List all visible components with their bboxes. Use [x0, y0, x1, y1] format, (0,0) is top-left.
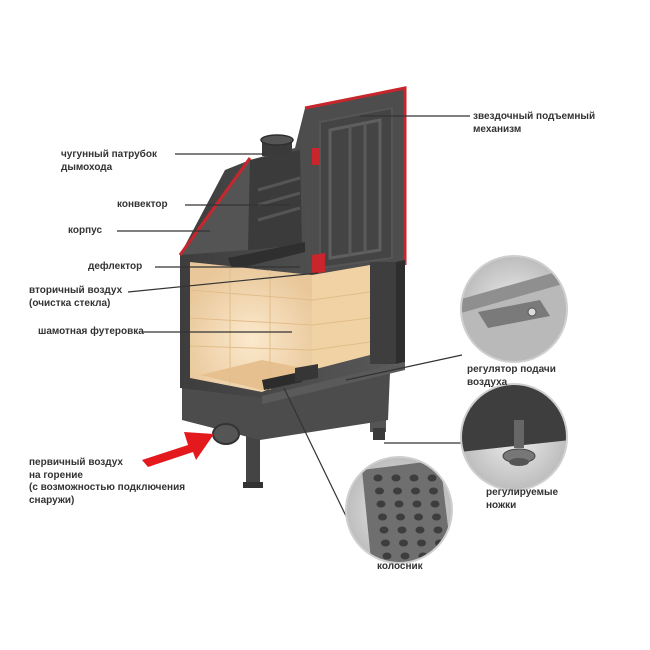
label-deflector: дефлектор: [88, 261, 143, 272]
grate-hole: [391, 474, 401, 482]
grate-hole: [379, 526, 389, 534]
grate-detail: [345, 456, 453, 564]
lining-floor: [200, 360, 312, 390]
grate-hole: [430, 500, 440, 508]
grate-hole: [382, 552, 392, 560]
fireclay-lining: [190, 262, 312, 392]
grate-hole: [427, 474, 437, 482]
grate-hole: [412, 500, 422, 508]
label-secondary-air: вторичный воздух (очистка стекла): [29, 285, 123, 309]
label-grate: колосник: [377, 561, 423, 572]
air-regulator-strip: [262, 362, 405, 404]
label-primary-air: первичный воздух на горение (с возможнос…: [29, 457, 186, 506]
grate-hole: [399, 539, 408, 547]
label-fireclay-lining: шамотная футеровка: [38, 326, 144, 337]
lift-seal: [304, 86, 407, 265]
grate-hole: [409, 474, 419, 482]
grate-hole: [376, 500, 386, 508]
label-star-lift: звездочный подъемный механизм: [473, 111, 596, 135]
adjustable-feet-detail: [460, 383, 568, 491]
label-convector: конвектор: [117, 199, 168, 210]
label-flue-spigot: чугунный патрубок дымохода: [61, 149, 157, 173]
left-foot: [243, 482, 263, 488]
grate-hole: [411, 487, 420, 495]
grate-hole: [394, 500, 404, 508]
grate-hole: [397, 526, 407, 534]
primary-air-arrow: [142, 432, 214, 467]
grate-hole: [373, 474, 383, 482]
grate-hole: [378, 513, 387, 521]
grate-hole: [400, 552, 410, 560]
air-regulator-detail: [460, 255, 568, 363]
grate-hole: [375, 487, 384, 495]
label-air-regulator: регулятор подачи воздуха: [467, 364, 556, 388]
grate-bar: [262, 372, 302, 390]
grate-hole: [436, 552, 446, 560]
glass-frame: [370, 262, 396, 364]
right-foot: [373, 428, 385, 440]
grate-hole: [381, 539, 390, 547]
grate-hole: [396, 513, 405, 521]
grate-hole: [414, 513, 423, 521]
grate-hole: [433, 526, 443, 534]
label-body: корпус: [68, 225, 103, 236]
grate-hole: [417, 539, 426, 547]
grate-hole: [432, 513, 441, 521]
grate-hole: [393, 487, 402, 495]
primary-air-inlet: [212, 423, 240, 445]
lining-right-wall: [312, 265, 370, 370]
grate-hole: [429, 487, 438, 495]
grate-hole: [415, 526, 425, 534]
deflector-plate: [228, 242, 305, 270]
label-adjustable-feet: регулируемые ножки: [486, 487, 559, 511]
